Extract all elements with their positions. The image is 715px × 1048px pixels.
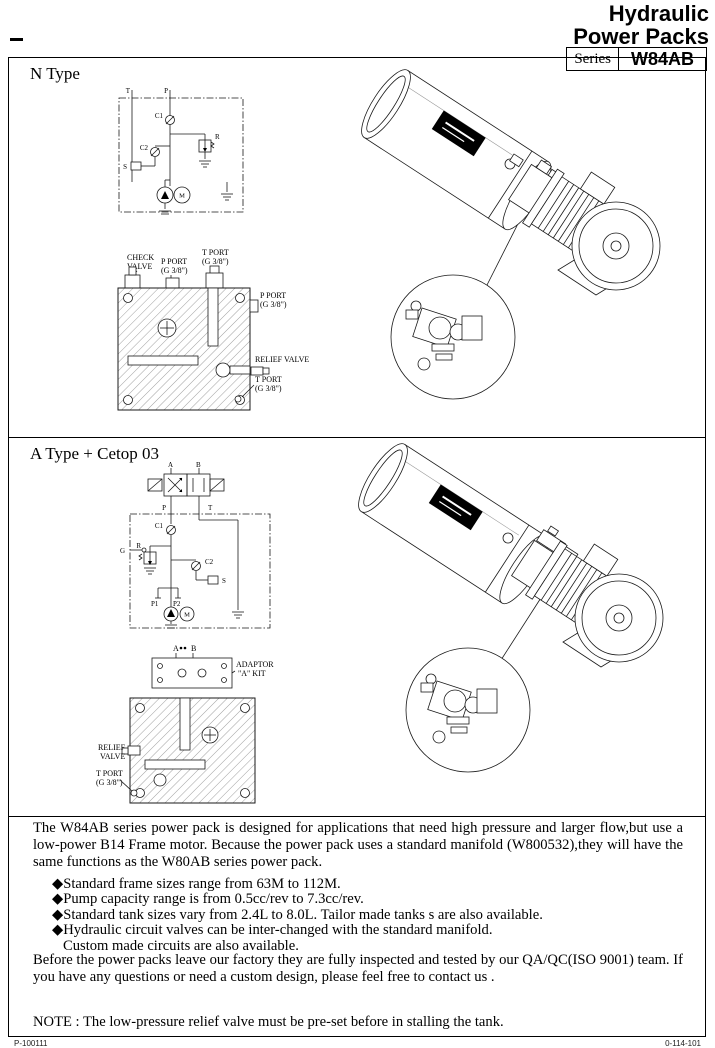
pump-detail-illustration — [420, 673, 498, 744]
brand-badge — [431, 110, 486, 157]
footer-code-right: 0-114-101 — [665, 1039, 701, 1048]
label-adaptor-1: ADAPTOR — [236, 660, 274, 669]
section-divider-2 — [9, 816, 705, 817]
n-type-circuit-diagram: T P C1 R C2 S M — [118, 87, 244, 215]
terminal-box — [582, 543, 619, 577]
label-relief-valve: RELIEF VALVE — [255, 355, 309, 364]
label-check-valve-1: CHECK — [127, 253, 154, 262]
label-port-b: B — [191, 644, 196, 653]
page-title-line1: Hydraulic — [608, 1, 709, 26]
feature-item: ◆Hydraulic circuit valves can be inter-c… — [52, 922, 493, 939]
circuit-label-c1: C1 — [155, 112, 164, 120]
label-t-port-1: T PORT — [96, 769, 123, 778]
label-p-port-right-1: P PORT — [260, 291, 286, 300]
label-p-port-right-2: (G 3/8") — [260, 300, 287, 309]
feature-item: Custom made circuits are also available. — [63, 937, 299, 954]
feature-item: ◆Pump capacity range is from 0.5cc/rev t… — [52, 891, 364, 908]
page-title: Hydraulic Power Packs — [573, 2, 709, 48]
circuit-label-b: B — [196, 461, 201, 469]
a-type-power-pack-illustration — [358, 443, 664, 773]
circuit-label-m: M — [184, 612, 190, 619]
label-p-port-top-2: (G 3/8") — [161, 266, 188, 275]
label-check-valve-2: VALVE — [127, 262, 152, 271]
label-p-port-top-1: P PORT — [161, 257, 187, 266]
feature-item: ◆Standard tank sizes vary from 2.4L to 8… — [52, 906, 543, 923]
circuit-label-t: T — [208, 504, 213, 512]
brand-badge — [428, 484, 483, 531]
circuit-label-r: R — [215, 133, 220, 141]
footer-code-left: P-100111 — [14, 1039, 48, 1048]
circuit-label-r: R — [136, 542, 141, 550]
note-text: NOTE : The low-pressure relief valve mus… — [33, 1014, 504, 1030]
n-type-power-pack-illustration — [361, 69, 661, 400]
circuit-label-c2: C2 — [140, 144, 149, 152]
content-frame — [8, 57, 706, 1037]
circuit-label-g: G — [120, 547, 125, 555]
circuit-label-p1: P1 — [151, 600, 159, 608]
page-title-line2: Power Packs — [573, 24, 709, 49]
series-value: W84AB — [619, 47, 707, 71]
description-paragraph: The W84AB series power pack is designed … — [33, 820, 683, 870]
page-margin-mark — [10, 38, 23, 41]
label-t-port-2: (G 3/8") — [96, 778, 123, 787]
label-t-port-top-1: T PORT — [202, 248, 229, 257]
a-type-circuit-diagram: A B P T G C1 R C2 S — [120, 461, 271, 629]
circuit-label-m: M — [179, 193, 185, 200]
label-relief-2: VALVE — [100, 752, 125, 761]
circuit-label-c1: C1 — [155, 522, 164, 530]
n-type-manifold-drawing: CHECK VALVE P PORT (G 3/8") T PORT (G 3/… — [117, 248, 309, 411]
pump-detail-illustration — [405, 300, 483, 371]
circuit-label-a: A — [168, 461, 173, 469]
label-t-port-bottom-1: T PORT — [255, 375, 282, 384]
circuit-label-s: S — [222, 577, 226, 585]
label-adaptor-2: "A" KIT — [238, 669, 266, 678]
section-heading-a-type: A Type + Cetop 03 — [30, 444, 159, 463]
circuit-label-p2: P2 — [173, 600, 181, 608]
circuit-label-s: S — [123, 163, 127, 171]
label-t-port-bottom-2: (G 3/8") — [255, 384, 282, 393]
circuit-label-p: P — [164, 87, 168, 95]
section-heading-n-type: N Type — [30, 64, 80, 83]
series-label: Series — [566, 47, 619, 71]
a-type-manifold-drawing: A B ADAPTOR "A" KIT RELIEF VALVE T PORT … — [96, 644, 274, 804]
series-box: Series W84AB — [566, 47, 707, 71]
label-t-port-top-2: (G 3/8") — [202, 257, 229, 266]
circuit-label-p: P — [162, 504, 166, 512]
feature-list: ◆Standard frame sizes range from 63M to … — [52, 876, 684, 954]
terminal-box — [579, 171, 616, 205]
quality-paragraph: Before the power packs leave our factory… — [33, 952, 683, 985]
circuit-label-t: T — [126, 87, 131, 95]
label-relief-1: RELIEF — [98, 743, 126, 752]
section-divider-1 — [9, 437, 705, 438]
feature-item: ◆Standard frame sizes range from 63M to … — [52, 876, 341, 892]
label-port-a: A — [173, 644, 179, 653]
circuit-label-c2: C2 — [205, 558, 214, 566]
